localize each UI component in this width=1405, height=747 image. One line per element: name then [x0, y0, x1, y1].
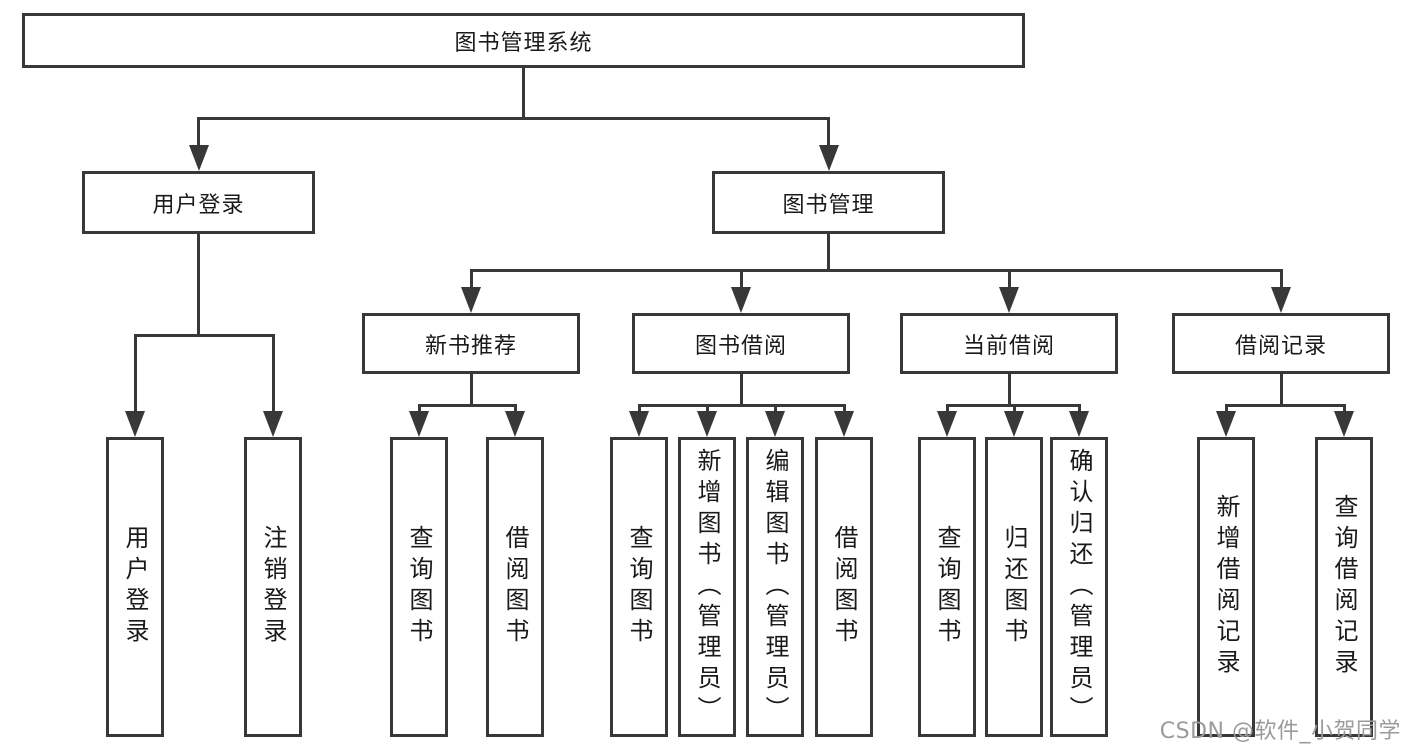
arrow-down-icon [818, 145, 839, 171]
arrow-down-icon [1334, 411, 1354, 437]
node-label-new-book-recommend: 新书推荐 [424, 333, 517, 359]
node-leaf-query-books-1: 查询图书 [390, 437, 448, 737]
arrow-down-icon [1271, 287, 1291, 313]
arrow-down-icon [461, 287, 481, 313]
node-label-leaf-query-books-3: 查询图书 [933, 525, 961, 649]
connector-line [1279, 374, 1283, 407]
arrow-down-icon [188, 145, 209, 171]
arrow-down-icon [765, 411, 785, 437]
connector-line [469, 270, 473, 295]
connector-line [417, 403, 517, 407]
connector-line [739, 270, 743, 295]
node-leaf-query-borrow-record: 查询借阅记录 [1315, 437, 1373, 737]
node-label-leaf-query-books-1: 查询图书 [405, 525, 433, 649]
arrow-down-icon [125, 411, 145, 437]
connector-line [827, 234, 830, 272]
arrow-down-icon [697, 411, 717, 437]
node-label-leaf-logout: 注销登录 [259, 525, 287, 649]
arrow-down-icon [731, 287, 751, 313]
node-label-leaf-borrow-books-2: 借阅图书 [830, 525, 858, 649]
node-label-leaf-query-books-2: 查询图书 [625, 525, 653, 649]
node-leaf-return-books: 归还图书 [985, 437, 1043, 737]
node-label-root: 图书管理系统 [454, 30, 593, 56]
node-current-borrow: 当前借阅 [900, 313, 1118, 374]
node-borrow-records: 借阅记录 [1172, 313, 1390, 374]
arrow-down-icon [505, 411, 525, 437]
node-label-leaf-query-borrow-record: 查询借阅记录 [1330, 494, 1358, 680]
node-leaf-query-books-3: 查询图书 [918, 437, 976, 737]
connector-line [271, 335, 275, 419]
connector-line [133, 335, 137, 419]
node-leaf-borrow-books-2: 借阅图书 [815, 437, 873, 737]
connector-line [469, 374, 473, 407]
node-leaf-query-books-2: 查询图书 [610, 437, 668, 737]
node-label-book-borrow: 图书借阅 [694, 333, 787, 359]
node-label-leaf-edit-books: 编辑图书（管理员） [761, 447, 789, 727]
node-label-user-login: 用户登录 [152, 192, 245, 218]
connector-line [197, 118, 200, 153]
connector-line [739, 374, 743, 407]
node-label-leaf-confirm-return: 确认归还（管理员） [1065, 447, 1093, 727]
node-label-leaf-borrow-books-1: 借阅图书 [501, 525, 529, 649]
connector-line [133, 333, 275, 337]
node-label-leaf-return-books: 归还图书 [1000, 525, 1028, 649]
node-new-book-recommend: 新书推荐 [362, 313, 580, 374]
node-label-leaf-add-borrow-record: 新增借阅记录 [1212, 494, 1240, 680]
node-leaf-add-borrow-record: 新增借阅记录 [1197, 437, 1255, 737]
connector-line [1224, 403, 1346, 407]
connector-line [197, 234, 200, 337]
arrow-down-icon [834, 411, 854, 437]
connector-line [637, 403, 846, 407]
connector-line [1279, 270, 1283, 295]
node-leaf-confirm-return: 确认归还（管理员） [1050, 437, 1108, 737]
connector-line [1007, 374, 1011, 407]
node-label-book-mgmt: 图书管理 [782, 192, 875, 218]
node-label-leaf-user-login: 用户登录 [121, 525, 149, 649]
watermark: CSDN @软件_小贺同学 [1159, 719, 1401, 744]
node-user-login: 用户登录 [82, 171, 315, 234]
arrow-down-icon [1004, 411, 1024, 437]
node-leaf-logout: 注销登录 [244, 437, 302, 737]
arrow-down-icon [629, 411, 649, 437]
node-book-borrow: 图书借阅 [632, 313, 850, 374]
arrow-down-icon [1069, 411, 1089, 437]
connector-line [827, 118, 830, 153]
node-leaf-edit-books: 编辑图书（管理员） [746, 437, 804, 737]
arrow-down-icon [937, 411, 957, 437]
arrow-down-icon [409, 411, 429, 437]
node-leaf-user-login: 用户登录 [106, 437, 164, 737]
arrow-down-icon [999, 287, 1019, 313]
connector-line [1007, 270, 1011, 295]
node-root: 图书管理系统 [22, 13, 1025, 68]
connector-line [197, 116, 830, 120]
node-label-current-borrow: 当前借阅 [962, 333, 1055, 359]
connector-line [522, 68, 525, 120]
node-label-borrow-records: 借阅记录 [1234, 333, 1327, 359]
connector-line [469, 268, 1283, 272]
arrow-down-icon [1216, 411, 1236, 437]
node-book-mgmt: 图书管理 [712, 171, 945, 234]
arrow-down-icon [263, 411, 283, 437]
node-leaf-add-books: 新增图书（管理员） [678, 437, 736, 737]
node-label-leaf-add-books: 新增图书（管理员） [693, 447, 721, 727]
node-leaf-borrow-books-1: 借阅图书 [486, 437, 544, 737]
